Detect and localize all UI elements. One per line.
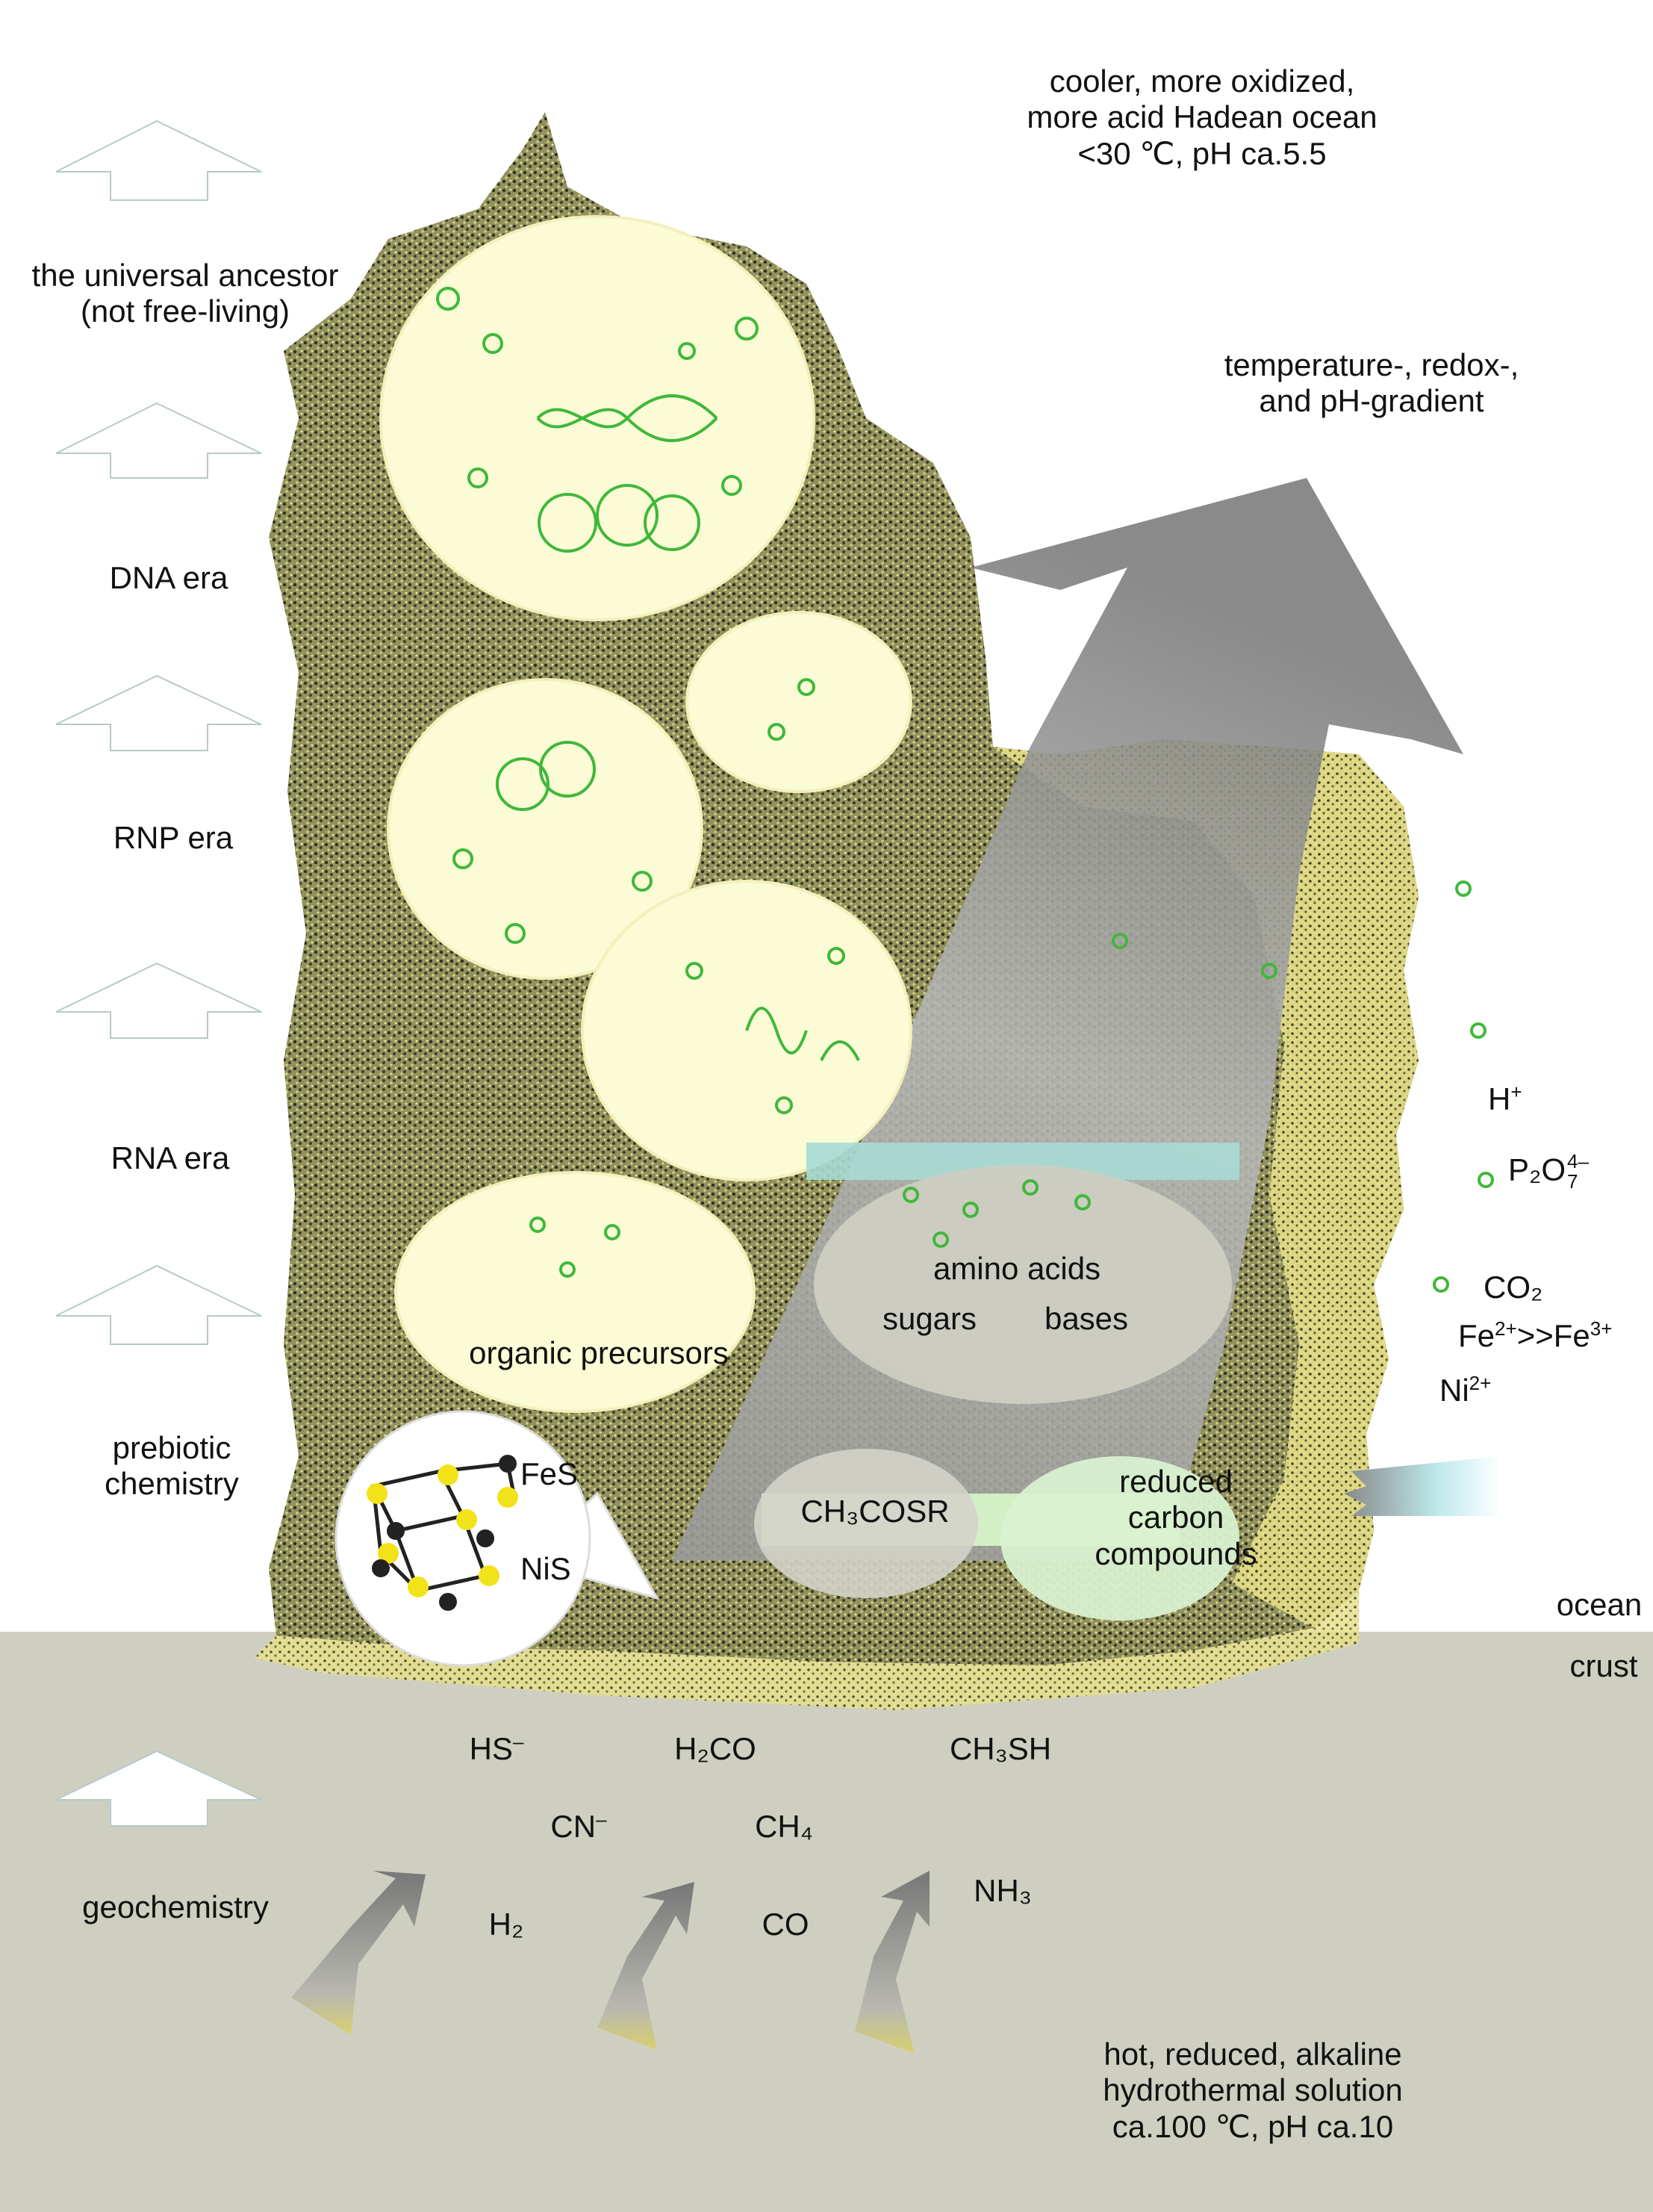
iron-ratio-label: Fe2+>>Fe3+ bbox=[1458, 1318, 1612, 1354]
hydrothermal-conditions-line3: ca.100 ℃, pH ca.10 bbox=[1112, 2108, 1394, 2144]
fe3-charge: 3+ bbox=[1590, 1317, 1613, 1340]
dna-era-label: DNA era bbox=[109, 560, 228, 595]
hydrothermal-conditions-line2: hydrothermal solution bbox=[1103, 2072, 1403, 2108]
h-ion-symbol: H bbox=[1488, 1081, 1511, 1116]
h2-label: H₂ bbox=[488, 1907, 524, 1942]
crust-layer-label: crust bbox=[1569, 1648, 1638, 1683]
crust-layer bbox=[0, 1632, 1653, 2212]
pyrophosphate-subscript: 7 bbox=[1567, 1170, 1578, 1193]
ni-charge: 2+ bbox=[1469, 1372, 1492, 1394]
hs-charge: – bbox=[512, 1730, 524, 1753]
h-ion-charge: + bbox=[1510, 1081, 1522, 1103]
ocean-conditions-label: cooler, more oxidized, more acid Hadean … bbox=[1027, 63, 1377, 172]
reduced-carbon-line2: carbon bbox=[1127, 1500, 1224, 1535]
co-label: CO bbox=[762, 1907, 809, 1942]
universal-ancestor-label: the universal ancestor (not free-living) bbox=[32, 258, 339, 330]
ch4-label: CH₄ bbox=[755, 1809, 813, 1844]
reduced-carbon-line3: compounds bbox=[1095, 1535, 1257, 1571]
ocean-conditions-line1: cooler, more oxidized, bbox=[1049, 63, 1355, 99]
fe2-symbol: Fe bbox=[1458, 1318, 1495, 1353]
h2co-label: H₂CO bbox=[674, 1731, 756, 1766]
cn-charge: – bbox=[596, 1808, 607, 1830]
rnp-era-label: RNP era bbox=[113, 820, 234, 855]
inorganic-compartments bbox=[754, 1143, 1239, 1621]
ocean-conditions-line2: more acid Hadean ocean bbox=[1027, 99, 1378, 135]
bases-label: bases bbox=[1044, 1301, 1129, 1336]
amino-acids-label: amino acids bbox=[933, 1251, 1101, 1286]
fes-label: FeS bbox=[520, 1456, 579, 1491]
co2-label: CO₂ bbox=[1484, 1270, 1543, 1305]
fe2-charge: 2+ bbox=[1495, 1317, 1517, 1340]
precursor-compartment bbox=[394, 1171, 756, 1413]
pyrophosphate-charge: 4– bbox=[1567, 1150, 1589, 1172]
ocean-layer-label: ocean bbox=[1556, 1587, 1643, 1622]
fes-nis-callout bbox=[334, 1410, 660, 1667]
organic-precursors-label: organic precursors bbox=[469, 1335, 729, 1370]
gradient-label-line1: temperature-, redox-, bbox=[1224, 347, 1519, 382]
reduced-carbon-line1: reduced bbox=[1119, 1464, 1233, 1499]
ni-ion-label: Ni2+ bbox=[1439, 1373, 1491, 1408]
gradient-label-line2: and pH-gradient bbox=[1259, 383, 1484, 419]
stage-arrows bbox=[55, 119, 262, 1827]
rnp-compartment bbox=[387, 678, 703, 980]
cn-label: CN– bbox=[550, 1809, 606, 1845]
prebiotic-line2: chemistry bbox=[105, 1466, 239, 1502]
geochemistry-label: geochemistry bbox=[82, 1889, 269, 1924]
small-compartment bbox=[685, 611, 912, 793]
universal-ancestor-line1: the universal ancestor bbox=[31, 258, 339, 293]
side-inflow-arrow bbox=[1344, 1456, 1501, 1516]
nis-label: NiS bbox=[520, 1551, 571, 1586]
ocean-conditions-line3: <30 ℃, pH ca.5.5 bbox=[1077, 135, 1327, 171]
cn-symbol: CN bbox=[550, 1809, 597, 1844]
fe-ratio-mid: >>Fe bbox=[1516, 1318, 1590, 1353]
biomolecules bbox=[436, 287, 1494, 1293]
h-ion-label: H+ bbox=[1488, 1081, 1522, 1117]
prebiotic-line1: prebiotic bbox=[112, 1430, 231, 1465]
hydrothermal-arrows bbox=[291, 1871, 930, 2054]
pyrophosphate-symbol: P₂O bbox=[1508, 1152, 1566, 1187]
reduced-carbon-label: reduced carbon compounds bbox=[1095, 1464, 1257, 1572]
ch3sh-label: CH₃SH bbox=[949, 1731, 1052, 1766]
hs-symbol: HS bbox=[469, 1731, 513, 1766]
universal-ancestor-line2: (not free-living) bbox=[80, 293, 290, 329]
ch3cosr-label: CH₃COSR bbox=[800, 1494, 950, 1529]
ni-symbol: Ni bbox=[1439, 1373, 1469, 1408]
hydrothermal-conditions-line1: hot, reduced, alkaline bbox=[1103, 2037, 1402, 2072]
gradient-label: temperature-, redox-, and pH-gradient bbox=[1224, 347, 1519, 420]
hydrothermal-conditions-label: hot, reduced, alkaline hydrothermal solu… bbox=[1103, 2037, 1403, 2145]
ancestor-compartment bbox=[379, 215, 815, 621]
hs-label: HS– bbox=[470, 1731, 524, 1767]
rna-era-label: RNA era bbox=[110, 1140, 230, 1175]
sugars-label: sugars bbox=[882, 1301, 977, 1336]
prebiotic-chemistry-label: prebiotic chemistry bbox=[105, 1430, 239, 1503]
nh3-label: NH₃ bbox=[974, 1873, 1032, 1908]
